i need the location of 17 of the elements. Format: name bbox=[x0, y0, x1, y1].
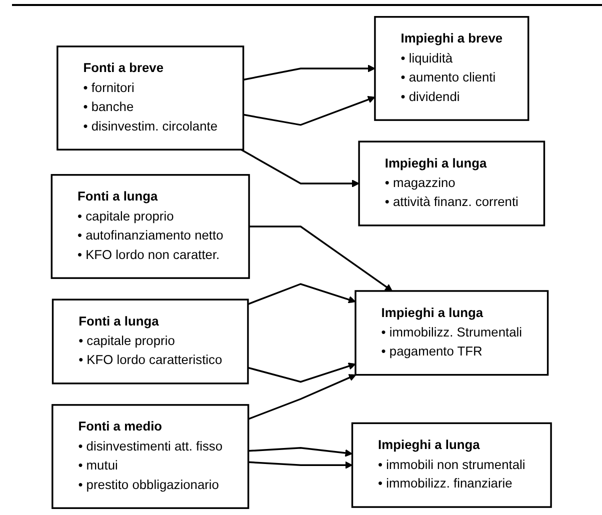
arrow bbox=[248, 374, 356, 420]
arrow bbox=[240, 148, 360, 188]
arrow bbox=[242, 96, 375, 126]
node-box: Impieghi a lunga • immobili non strumentali • immobilizz. finanziarie bbox=[351, 422, 552, 508]
node-box: Fonti a lunga • capitale proprio • KFO lordo caratteristico bbox=[52, 298, 248, 384]
node-box: Fonti a medio • disinvestimenti att. fisso • mutui • prestito obbligazionario bbox=[51, 404, 249, 509]
node-box: Impieghi a lunga • magazzino • attività finanz. correnti bbox=[358, 140, 545, 226]
node-box: Fonti a breve • fornitori • banche • disinvestim. circolante bbox=[56, 46, 244, 150]
arrow bbox=[242, 64, 375, 81]
arrow bbox=[248, 226, 392, 292]
node-box: Fonti a lunga • capitale proprio • autofinanziamento netto • KFO lordo non caratter. bbox=[50, 174, 250, 279]
arrow bbox=[247, 283, 356, 305]
node-box: Impieghi a breve • liquidità • aumento clienti • dividendi bbox=[374, 16, 529, 121]
arrow bbox=[248, 447, 352, 457]
arrow bbox=[248, 461, 352, 469]
arrow bbox=[247, 362, 356, 383]
node-box: Impieghi a lunga • immobilizz. Strumentali • pagamento TFR bbox=[354, 290, 548, 376]
